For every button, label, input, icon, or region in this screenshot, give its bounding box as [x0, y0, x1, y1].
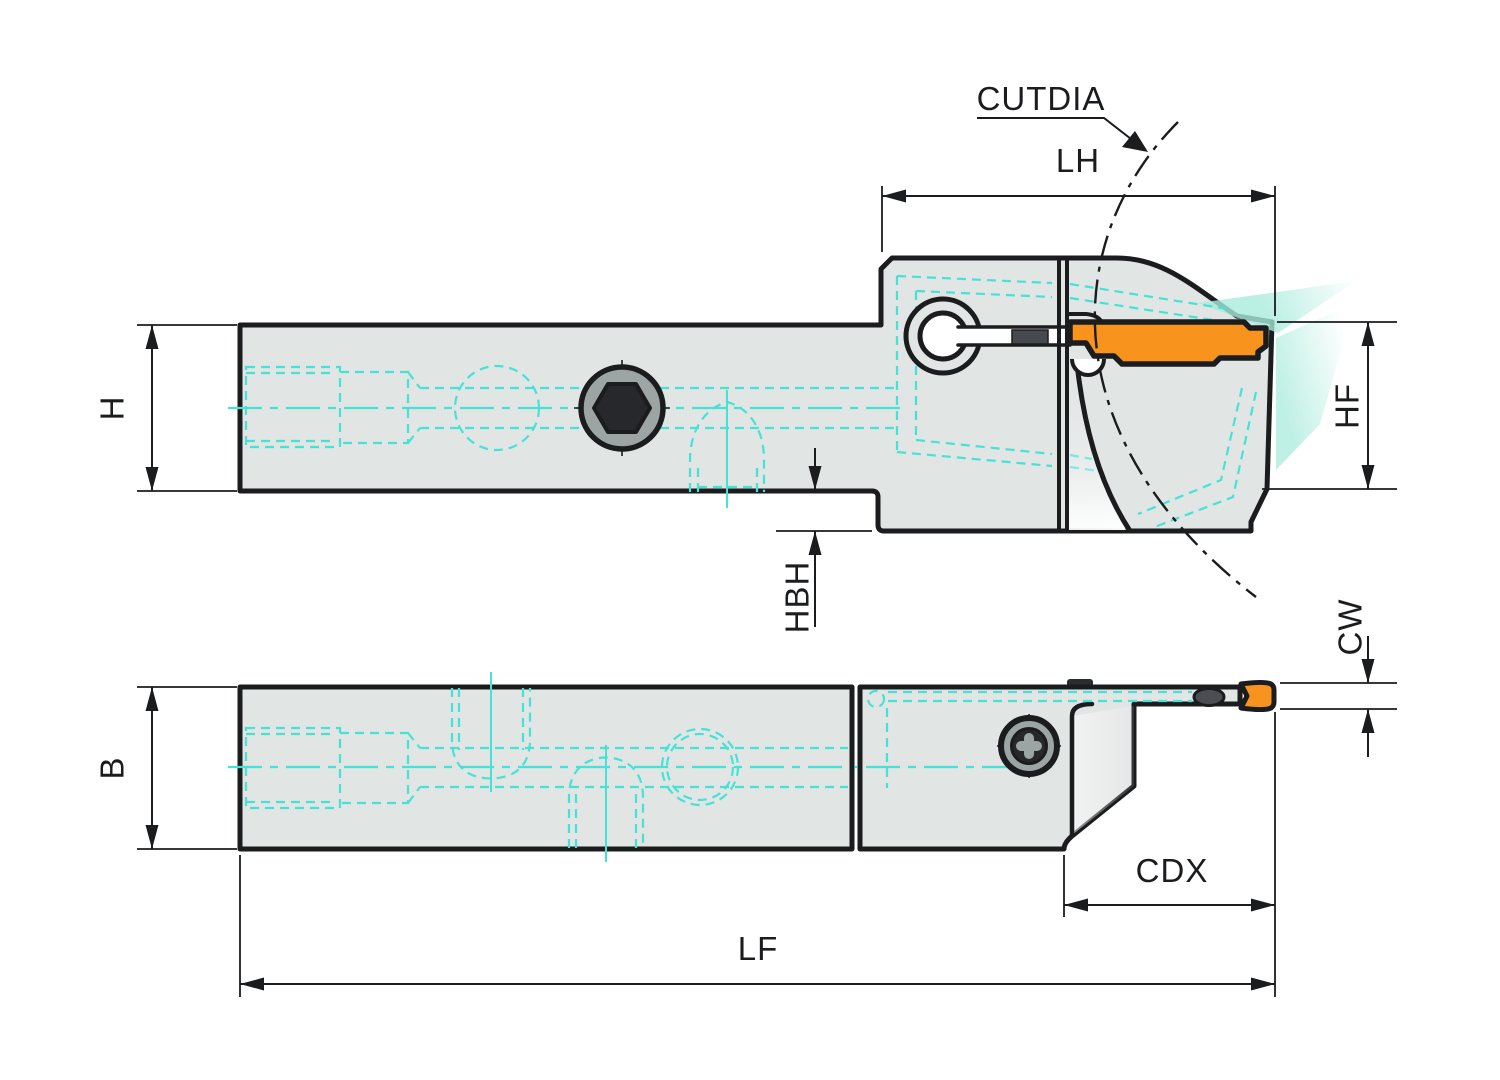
insert-side-view: [1238, 680, 1277, 712]
insert-screw-side-icon: [1192, 687, 1226, 707]
clamp-mechanism: [903, 296, 1072, 376]
highlight-flash-front: [1276, 303, 1354, 470]
top-view: [228, 121, 1356, 598]
front-notch: [1070, 358, 1106, 377]
label-lf: LF: [738, 930, 779, 967]
torx-screw-icon: [997, 714, 1061, 778]
cutdia-callout: CUTDIA: [977, 80, 1148, 152]
side-view: [228, 672, 1277, 862]
head-recess-line: [1069, 701, 1095, 838]
head-split-line: [1057, 257, 1069, 532]
label-cutdia: CUTDIA: [977, 80, 1106, 117]
label-cdx: CDX: [1136, 852, 1209, 889]
top-view-hidden-lines: [228, 274, 1258, 530]
head-recess-shade: [1072, 706, 1134, 835]
dim-hbh: HBH: [776, 448, 872, 633]
dim-cw: CW: [1280, 599, 1397, 757]
dim-lf: LF: [239, 855, 1275, 997]
label-b: B: [94, 756, 131, 779]
dim-cdx: CDX: [1063, 712, 1276, 997]
label-cw: CW: [1332, 599, 1369, 656]
dim-b: B: [94, 686, 237, 850]
side-split-line: [849, 685, 863, 851]
side-view-hidden-lines: [228, 672, 1192, 862]
dim-hf: HF: [1262, 321, 1397, 490]
dim-lh: LH: [881, 142, 1276, 316]
dimensions: H LH CUTDIA HF: [94, 80, 1397, 997]
label-hf: HF: [1329, 383, 1366, 429]
hex-socket-screw-icon: [574, 360, 670, 456]
clamp-pin: [1011, 329, 1049, 345]
dim-h: H: [94, 324, 237, 492]
label-h: H: [94, 396, 131, 421]
insert-top-view: [1067, 319, 1269, 367]
front-relief-curve: [1075, 369, 1133, 534]
cutdia-arc: [1093, 121, 1257, 598]
highlight-flash-upper: [1198, 281, 1356, 333]
label-lh: LH: [1056, 142, 1100, 179]
label-hbh: HBH: [779, 561, 816, 634]
